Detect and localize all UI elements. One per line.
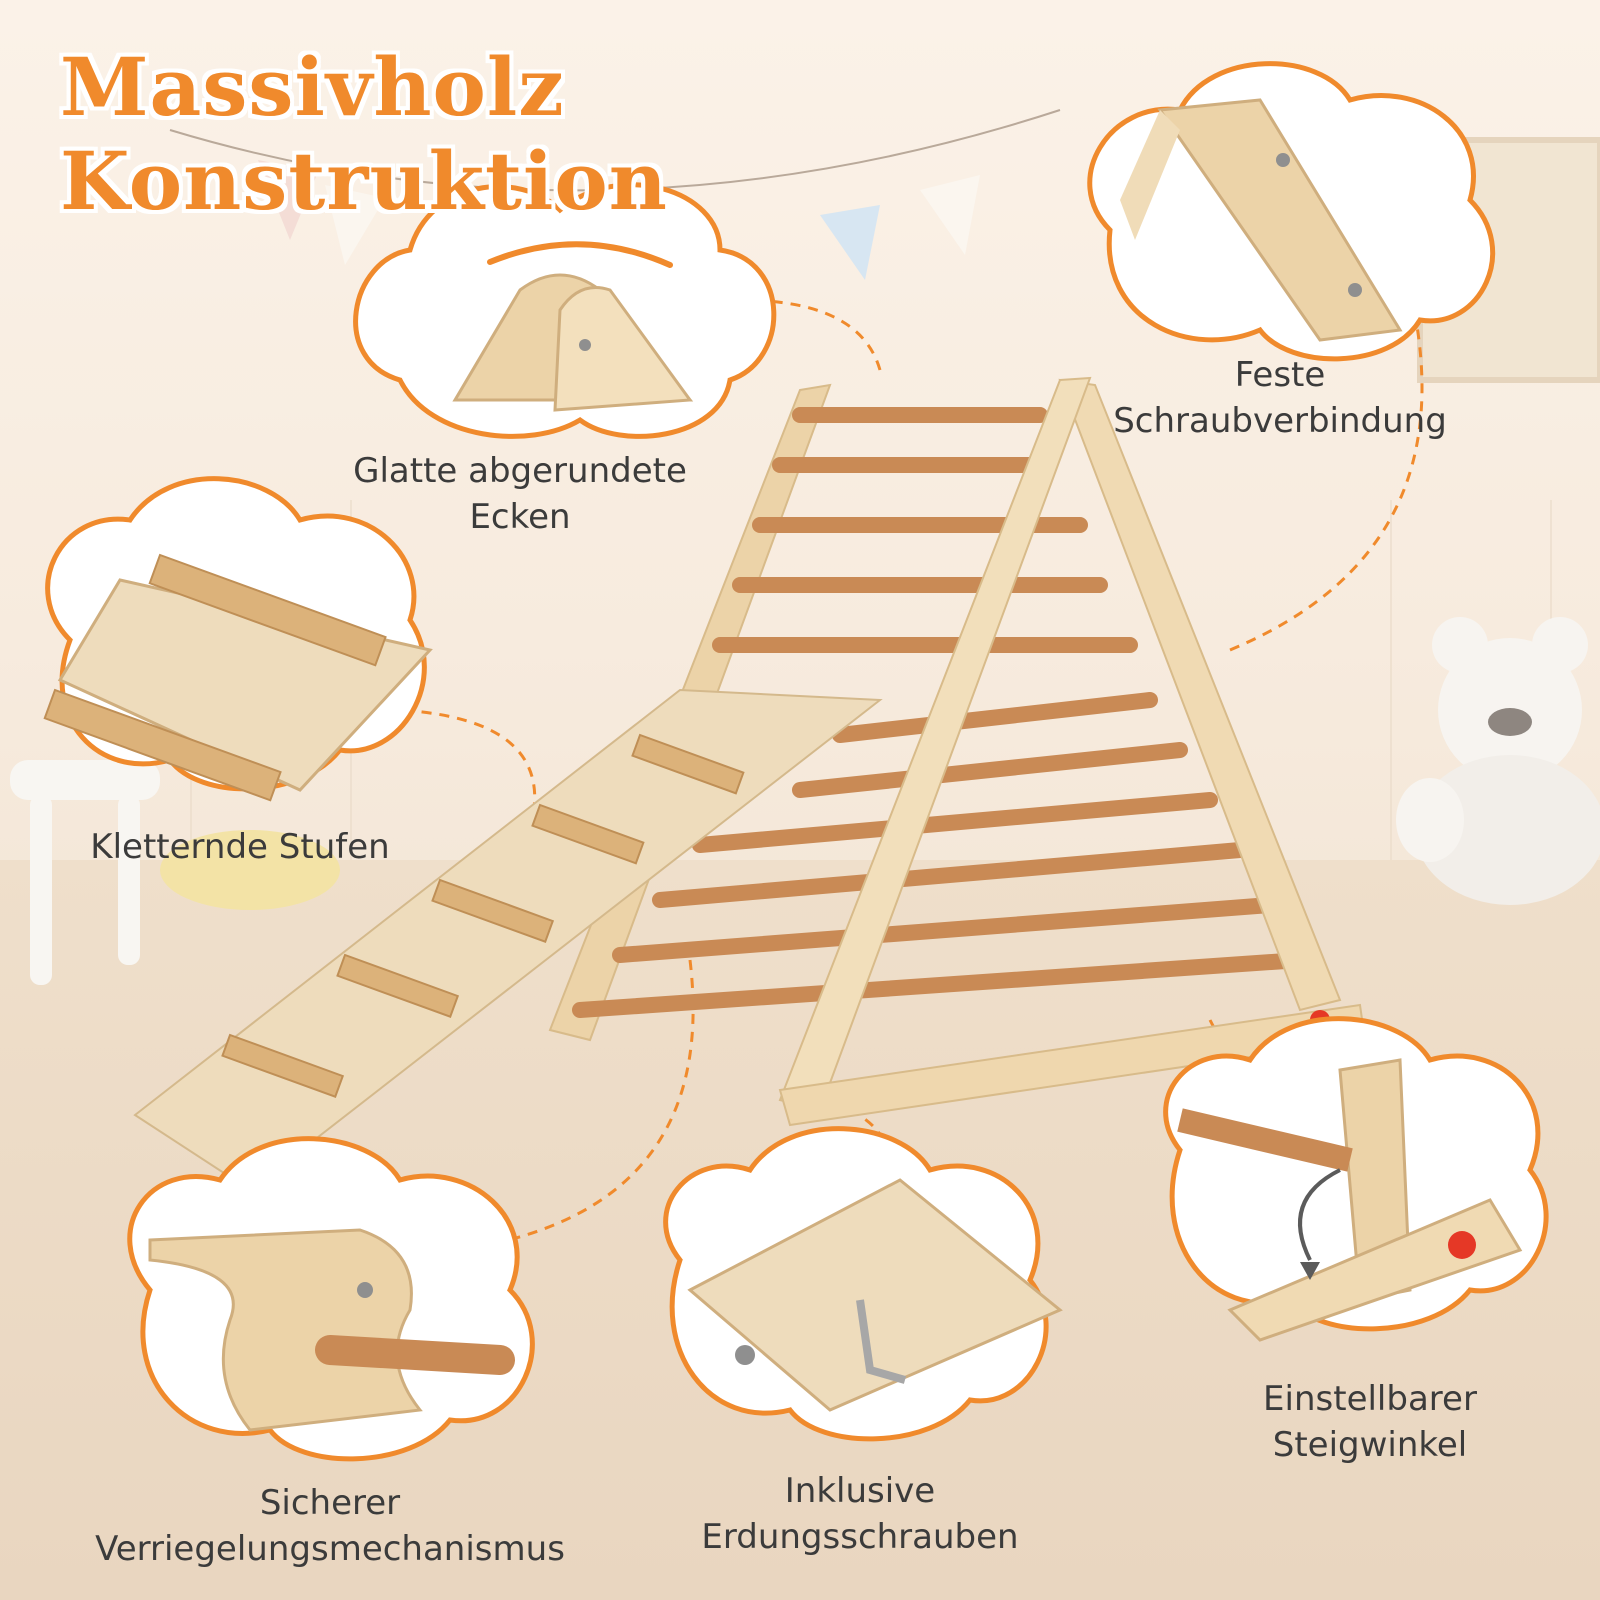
connector-arrow: [459, 959, 695, 1252]
caption-locking-mechanism: Sicherer Verriegelungsmechanismus: [50, 1480, 610, 1572]
wall-panel: [1240, 500, 1392, 930]
caption-line: Ecken: [469, 497, 571, 537]
connector-arrow: [1229, 289, 1424, 652]
teddy-bear: [1396, 617, 1600, 905]
yellow-cushion: [160, 830, 340, 910]
caption-adjustable-angle: Einstellbarer Steigwinkel: [1190, 1376, 1550, 1468]
caption-rounded-corners: Glatte abgerundete Ecken: [320, 448, 720, 540]
caption-line: Kletternde Stufen: [90, 827, 390, 867]
bunting-flag: [258, 160, 318, 240]
bunting-flag: [920, 175, 980, 255]
caption-line: Glatte abgerundete: [353, 451, 687, 491]
caption-line: Erdungsschrauben: [701, 1517, 1019, 1557]
detail-steps: [43, 553, 433, 802]
connector-arrow: [399, 708, 537, 831]
bunting-flag: [325, 185, 385, 265]
caption-screw-connection: Feste Schraubverbindung: [1090, 352, 1470, 444]
caption-line: Verriegelungsmechanismus: [95, 1529, 565, 1569]
caption-climbing-steps: Kletternde Stufen: [60, 824, 420, 870]
caption-line: Feste: [1234, 355, 1326, 395]
bunting-flag: [820, 205, 880, 280]
stool: [10, 760, 160, 985]
detail-lock: [148, 1228, 515, 1432]
detail-angle: [1177, 1058, 1523, 1342]
caption-line: Sicherer: [259, 1483, 401, 1523]
caption-line: Steigwinkel: [1272, 1425, 1468, 1465]
caption-line: Einstellbarer: [1263, 1379, 1477, 1419]
detail-grounding: [687, 1178, 1063, 1412]
caption-line: Inklusive: [784, 1471, 936, 1511]
caption-grounding-screws: Inklusive Erdungsschrauben: [660, 1468, 1060, 1560]
detail-rounded-corner: [452, 241, 694, 412]
detail-screw-joint: [1120, 98, 1403, 342]
page-title: Massivholz Konstruktion: [60, 40, 668, 228]
caption-line: Schraubverbindung: [1113, 401, 1447, 441]
